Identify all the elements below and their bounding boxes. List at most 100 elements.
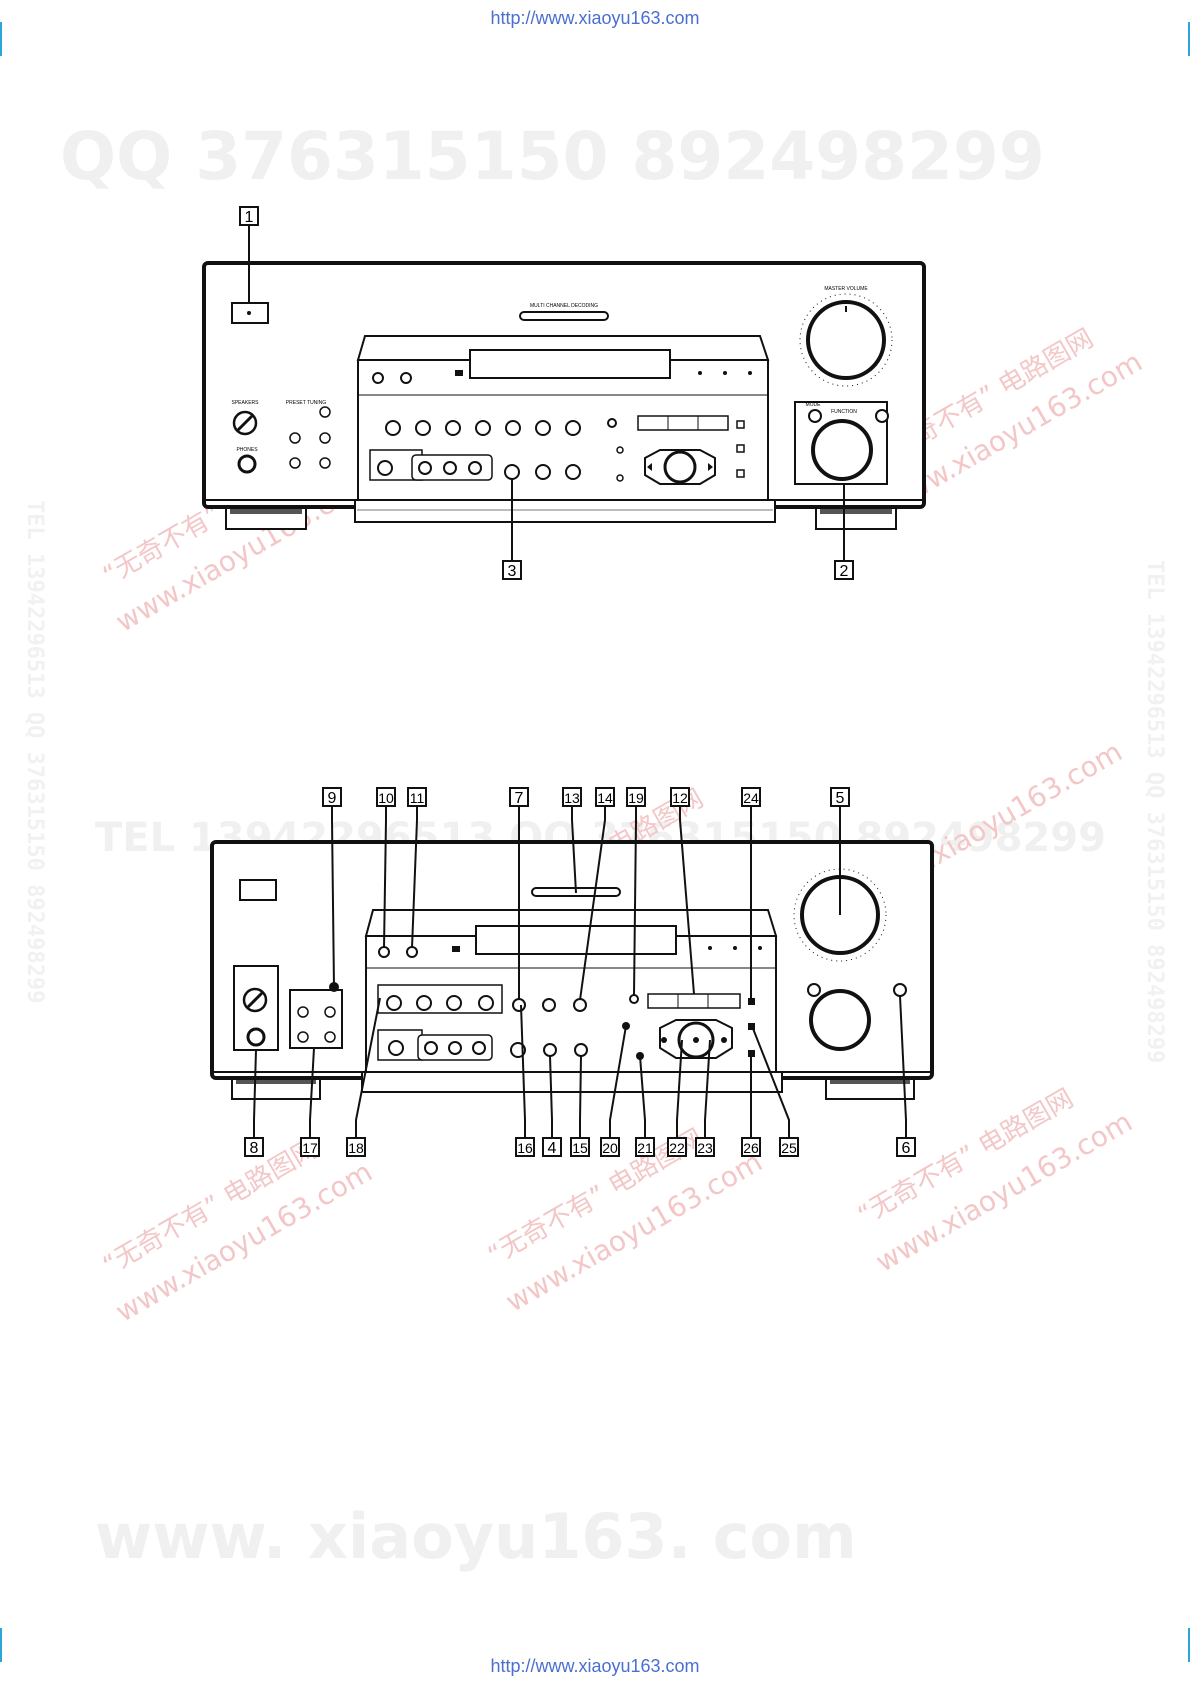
- fm-mode-button[interactable]: [446, 995, 462, 1011]
- header-url: http://www.xiaoyu163.com: [490, 8, 700, 28]
- jog-dial[interactable]: [663, 450, 697, 484]
- tuning-minus-button[interactable]: [385, 420, 401, 436]
- 2ch-button[interactable]: [543, 1043, 557, 1057]
- callout-box: [515, 1137, 535, 1157]
- dimmer-button[interactable]: [372, 372, 384, 384]
- callout-7: 7: [515, 790, 524, 807]
- phones-jack[interactable]: [246, 1027, 266, 1047]
- callout-box: [695, 1137, 715, 1157]
- sleep-button[interactable]: [512, 998, 526, 1012]
- master-volume-knob[interactable]: [806, 300, 886, 380]
- callout-box: [600, 1137, 620, 1157]
- display-button[interactable]: [406, 946, 418, 958]
- 2ch-button[interactable]: [535, 464, 551, 480]
- preset-minus-button[interactable]: [297, 1006, 309, 1018]
- tuner-button[interactable]: [319, 457, 331, 469]
- input-mode-button[interactable]: [504, 464, 520, 480]
- multi-2ch-button[interactable]: [875, 409, 889, 423]
- callout-14: 14: [597, 790, 613, 806]
- bass-eq-button[interactable]: [573, 998, 587, 1012]
- sound-field-buttons[interactable]: [647, 993, 741, 1009]
- audio-l-jack[interactable]: [448, 1041, 462, 1055]
- surr-button[interactable]: [616, 446, 624, 454]
- callout-box: [741, 1137, 761, 1157]
- speakers-on-off-button[interactable]: [319, 406, 331, 418]
- fm-mode-button[interactable]: [445, 420, 461, 436]
- leader-line: [676, 1039, 683, 1138]
- equalizer-button[interactable]: [565, 464, 581, 480]
- set-up-button[interactable]: [748, 998, 755, 1005]
- enter-button[interactable]: [736, 469, 745, 478]
- tuning-minus-button[interactable]: [386, 995, 402, 1011]
- shift-button[interactable]: [297, 1031, 309, 1043]
- phones-jack[interactable]: [237, 454, 257, 474]
- audio-r-jack[interactable]: [472, 1041, 486, 1055]
- function-knob[interactable]: [811, 419, 873, 481]
- video-jack[interactable]: [418, 461, 432, 475]
- front-lip: [354, 499, 776, 523]
- callout-box: [626, 787, 646, 807]
- level-button[interactable]: [629, 994, 639, 1004]
- callout-17: 17: [302, 1140, 318, 1156]
- name-button[interactable]: [736, 444, 745, 453]
- set-up-button[interactable]: [736, 420, 745, 429]
- callout-box: [322, 787, 342, 807]
- memory-button[interactable]: [475, 420, 491, 436]
- callout-3: 3: [508, 563, 517, 580]
- callout-2: 2: [840, 563, 849, 580]
- leader-line: [751, 1025, 790, 1138]
- callout-23: 23: [697, 1140, 713, 1156]
- sleep-button[interactable]: [505, 420, 521, 436]
- multi-2ch-button[interactable]: [893, 983, 907, 997]
- preset-minus-button[interactable]: [289, 432, 301, 444]
- callout-24: 24: [743, 790, 759, 806]
- callout-box: [635, 1137, 655, 1157]
- leader-line: [579, 806, 606, 1001]
- sound-field-buttons[interactable]: [637, 415, 729, 431]
- callout-19: 19: [628, 790, 644, 806]
- test-tone-button[interactable]: [542, 998, 556, 1012]
- callout-11: 11: [410, 790, 425, 806]
- leader-line: [899, 995, 907, 1138]
- crop-mark: [1164, 22, 1190, 56]
- mode-button[interactable]: [808, 409, 822, 423]
- s-video-jack[interactable]: [388, 1040, 404, 1056]
- equalizer-button[interactable]: [574, 1043, 588, 1057]
- callout-4: 4: [548, 1140, 557, 1157]
- shift-button[interactable]: [289, 457, 301, 469]
- tuning-plus-button[interactable]: [415, 420, 431, 436]
- callout-box: [509, 787, 529, 807]
- display-button[interactable]: [400, 372, 412, 384]
- callout-box: [741, 787, 761, 807]
- preset-plus-button[interactable]: [324, 1006, 336, 1018]
- receiver-front-panel-figure-1: MULTI CHANNEL DECODING SPEAKERS: [202, 206, 926, 580]
- dimmer-button[interactable]: [378, 946, 390, 958]
- callout-5: 5: [836, 790, 845, 807]
- callout-box: [667, 1137, 687, 1157]
- leader-line: [383, 806, 387, 949]
- bass-eq-button[interactable]: [565, 420, 581, 436]
- audio-r-jack[interactable]: [468, 461, 482, 475]
- watermark-qq: QQ 376315150 892498299: [60, 118, 1045, 195]
- watermark-site: www. xiaoyu163. com: [95, 1500, 857, 1573]
- callout-16: 16: [517, 1140, 533, 1156]
- video-jack[interactable]: [424, 1041, 438, 1055]
- function-label: FUNCTION: [831, 409, 857, 415]
- callout-21: 21: [637, 1140, 653, 1156]
- tuning-plus-button[interactable]: [416, 995, 432, 1011]
- audio-l-jack[interactable]: [443, 461, 457, 475]
- function-knob[interactable]: [809, 989, 871, 1051]
- tuner-button[interactable]: [324, 1031, 336, 1043]
- test-tone-button[interactable]: [535, 420, 551, 436]
- eq-button[interactable]: [616, 474, 624, 482]
- speakers-label: SPEAKERS: [232, 400, 260, 406]
- memory-button[interactable]: [478, 995, 494, 1011]
- leader-line: [609, 1025, 627, 1138]
- preset-plus-button[interactable]: [319, 432, 331, 444]
- callout-box: [570, 1137, 590, 1157]
- level-button[interactable]: [607, 418, 617, 428]
- leader-line: [639, 1055, 646, 1138]
- s-video-jack[interactable]: [377, 460, 393, 476]
- mode-button[interactable]: [807, 983, 821, 997]
